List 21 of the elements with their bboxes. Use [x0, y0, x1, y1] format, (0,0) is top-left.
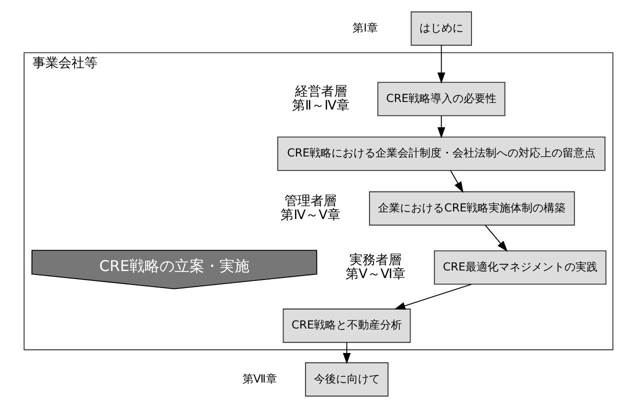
- node-box: CRE戦略における企業会計制度・会社法制への対応上の留意点: [277, 136, 606, 171]
- node-box: はじめに: [410, 11, 472, 46]
- node-box: 企業におけるCRE戦略実施体制の構築: [369, 191, 575, 226]
- arrow: [484, 224, 508, 252]
- arrow: [437, 115, 446, 138]
- arrow: [437, 44, 446, 84]
- label: 経営者層: [294, 84, 347, 100]
- node-label: 第Ⅰ章: [352, 21, 378, 34]
- node-label: 第Ⅶ章: [242, 372, 277, 386]
- node-box: CRE戦略導入の必要性: [377, 82, 506, 116]
- arrow: [450, 170, 464, 193]
- label: 第Ⅴ～Ⅵ章: [346, 266, 406, 282]
- label: 第Ⅱ～Ⅳ章: [292, 98, 350, 114]
- label: 管理者層: [284, 194, 337, 209]
- label: 第Ⅳ～Ⅴ章: [280, 208, 341, 223]
- node-box: CRE最適化マネジメントの実践: [434, 250, 606, 285]
- node-box: 今後に向けて: [305, 362, 388, 397]
- node-box: CRE戦略と不動産分析: [282, 308, 411, 343]
- label: 実務者層: [350, 252, 402, 268]
- arrow: [394, 284, 472, 310]
- arrow: [342, 342, 351, 364]
